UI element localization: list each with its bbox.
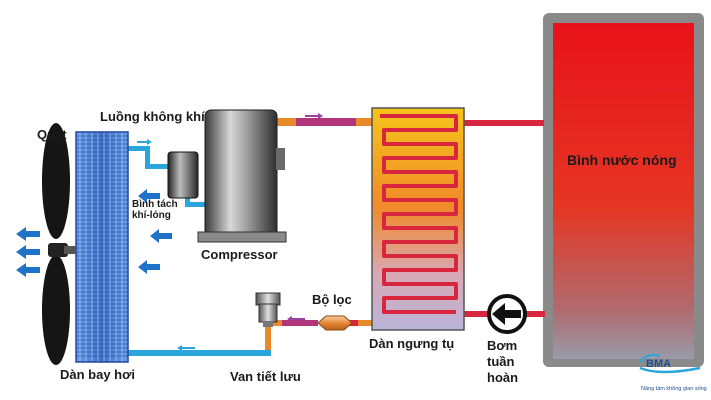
evaporator-label: Dàn bay hơi <box>60 367 135 382</box>
outgoing-air-arrows <box>16 227 40 277</box>
pump-label: Bơm tuần hoàn <box>487 338 519 385</box>
expansion-valve <box>255 292 281 327</box>
fan <box>42 123 76 365</box>
condenser-label: Dàn ngưng tụ <box>369 336 455 351</box>
cold-flow-arrows <box>137 139 195 351</box>
separator-label: Bình tách khí-lỏng <box>132 199 178 221</box>
compressor-label: Compressor <box>201 247 278 262</box>
hot-water-tank <box>543 13 704 367</box>
evaporator-coil <box>75 131 129 363</box>
bma-logo: BMA <box>639 353 701 374</box>
logo-brand: BMA <box>646 358 671 370</box>
condenser <box>371 107 465 331</box>
compressor <box>197 109 287 243</box>
expansion-valve-label: Van tiết lưu <box>230 369 301 384</box>
airflow-label: Luồng không khí <box>100 109 205 124</box>
fan-label: Quạt <box>37 127 67 142</box>
tank-label: Bình nước nóng <box>567 152 677 168</box>
flow-arrows <box>287 113 323 322</box>
incoming-air-arrows <box>138 189 172 274</box>
filter-label: Bộ lọc <box>312 292 352 307</box>
filter <box>317 315 353 331</box>
circulation-pump <box>487 294 527 334</box>
logo-tagline: Nâng tầm không gian sống <box>641 386 707 392</box>
gas-liquid-separator <box>167 151 199 199</box>
